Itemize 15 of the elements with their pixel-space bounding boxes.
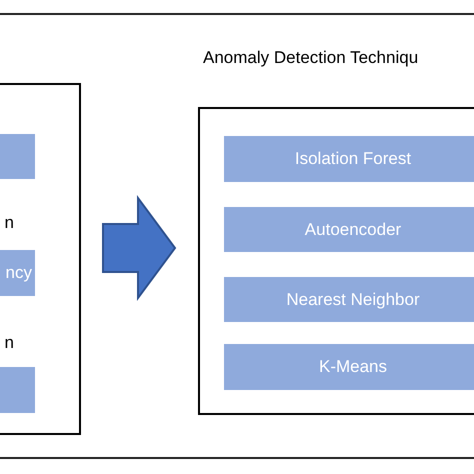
group-panel — [198, 107, 474, 415]
group-panel — [0, 83, 81, 435]
bar-label: Isolation Forest — [294, 148, 412, 170]
technique-bar — [224, 207, 474, 252]
technique-bar — [224, 277, 474, 322]
technique-bar — [224, 344, 474, 390]
block-arrow — [102, 194, 176, 302]
bar-label: Nearest Neighbor — [286, 288, 420, 311]
bar-label: Autoencoder — [304, 218, 402, 241]
item-heading: n — [4, 212, 14, 234]
technique-bar — [224, 136, 474, 182]
item-heading: n — [4, 332, 14, 354]
bar-label: ncy — [6, 262, 32, 284]
bar-label: K-Means — [318, 356, 388, 378]
panel-heading: Anomaly Detection Techniqu — [203, 47, 420, 69]
